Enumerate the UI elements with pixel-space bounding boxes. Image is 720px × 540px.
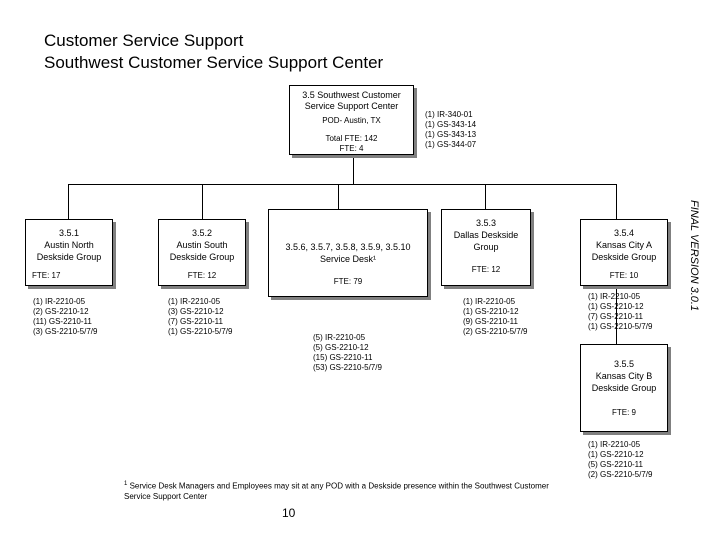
unit-box-351: 3.5.1 Austin North Deskside Group FTE: 1… — [25, 219, 113, 286]
unit-name-line1: Kansas City A — [595, 240, 653, 250]
footnote: 1 Service Desk Managers and Employees ma… — [124, 479, 574, 502]
unit-fte: FTE: 79 — [333, 277, 363, 286]
unit-name-line2: Group — [473, 242, 499, 252]
unit-id: 3.5.2 — [191, 228, 213, 238]
unit-id: 3.5.4 — [613, 228, 635, 238]
unit-fte: FTE: 12 — [471, 265, 501, 274]
unit-352-positions: (1) IR-2210-05 (3) GS-2210-12 (7) GS-221… — [168, 297, 233, 336]
connector-351 — [68, 184, 69, 219]
page-number: 10 — [282, 506, 296, 520]
connector-service-desk — [338, 184, 339, 209]
unit-fte: FTE: 9 — [611, 408, 636, 417]
unit-name-line2: Deskside Group — [169, 252, 235, 262]
unit-fte: FTE: 10 — [609, 271, 639, 280]
unit-id: 3.5.1 — [58, 228, 80, 238]
unit-353-positions: (1) IR-2210-05 (1) GS-2210-12 (9) GS-221… — [463, 297, 528, 336]
root-pod: POD- Austin, TX — [322, 116, 381, 125]
unit-box-353: 3.5.3 Dallas Deskside Group FTE: 12 — [441, 209, 531, 286]
unit-fte: FTE: 12 — [187, 271, 217, 280]
connector-root-down — [353, 155, 354, 184]
unit-name-line1: Service Desk¹ — [319, 254, 376, 264]
footnote-mark: 1 — [124, 481, 128, 487]
root-positions: (1) IR-340-01 (1) GS-343-14 (1) GS-343-1… — [425, 110, 477, 149]
connector-353 — [485, 184, 486, 209]
unit-354-positions: (1) IR-2210-05 (1) GS-2210-12 (7) GS-221… — [588, 292, 653, 331]
unit-id: 3.5.5 — [613, 359, 635, 369]
connector-355 — [616, 286, 617, 344]
unit-box-service-desk: 3.5.6, 3.5.7, 3.5.8, 3.5.9, 3.5.10 Servi… — [268, 209, 428, 297]
final-version-label: FINAL VERSION 3.0.1 — [688, 200, 700, 312]
root-fte: FTE: 4 — [339, 144, 364, 153]
unit-fte: FTE: 17 — [32, 271, 61, 280]
unit-box-355: 3.5.5 Kansas City B Deskside Group FTE: … — [580, 344, 668, 432]
page-title-line1: Customer Service Support — [44, 31, 244, 50]
connector-354 — [616, 184, 617, 219]
unit-service-desk-positions: (5) IR-2210-05 (5) GS-2210-12 (15) GS-22… — [313, 333, 382, 372]
root-box-southwest-center: 3.5 Southwest Customer Service Support C… — [289, 85, 414, 155]
root-total-fte: Total FTE: 142 — [325, 134, 378, 143]
unit-351-positions: (1) IR-2210-05 (2) GS-2210-12 (11) GS-22… — [33, 297, 98, 336]
root-name-line2: Service Support Center — [304, 101, 399, 111]
root-name-line1: 3.5 Southwest Customer — [302, 90, 401, 100]
unit-name-line2: Deskside Group — [36, 252, 102, 262]
unit-id: 3.5.6, 3.5.7, 3.5.8, 3.5.9, 3.5.10 — [285, 242, 411, 252]
unit-name-line1: Kansas City B — [595, 371, 653, 381]
page-title-line2: Southwest Customer Service Support Cente… — [44, 53, 384, 72]
unit-id: 3.5.3 — [475, 218, 497, 228]
unit-name-line2: Deskside Group — [591, 252, 657, 262]
footnote-text: Service Desk Managers and Employees may … — [124, 481, 549, 501]
unit-name-line2: Deskside Group — [591, 383, 657, 393]
unit-name-line1: Austin North — [44, 240, 94, 250]
unit-name-line1: Austin South — [176, 240, 228, 250]
connector-352 — [202, 184, 203, 219]
unit-box-352: 3.5.2 Austin South Deskside Group FTE: 1… — [158, 219, 246, 286]
unit-355-positions: (1) IR-2210-05 (1) GS-2210-12 (5) GS-221… — [588, 440, 653, 479]
unit-name-line1: Dallas Deskside — [453, 230, 519, 240]
unit-box-354: 3.5.4 Kansas City A Deskside Group FTE: … — [580, 219, 668, 286]
connector-horizontal — [68, 184, 616, 185]
